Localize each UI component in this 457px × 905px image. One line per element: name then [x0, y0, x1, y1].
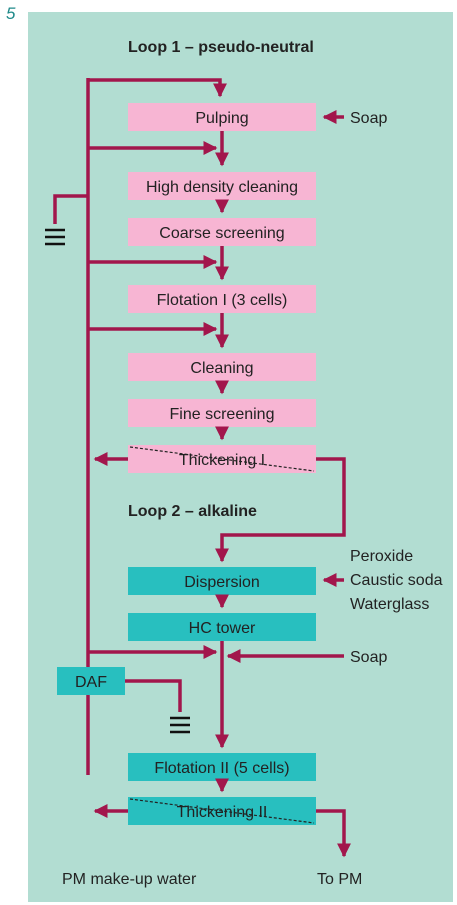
- step-flotation-i: [128, 285, 316, 313]
- thickening-ii-filter-line: [129, 798, 315, 824]
- pm-make-up-water-label: PM make-up water: [62, 871, 197, 888]
- thickening-i-to-dispersion: [215, 457, 346, 563]
- figure-number: 5: [6, 4, 16, 23]
- thickening-ii-to-pm: [316, 809, 351, 858]
- unit-daf: [57, 667, 125, 695]
- daf-to-flotation-ii: [125, 679, 182, 712]
- step-pulping-label: Pulping: [195, 110, 248, 127]
- step-cleaning: [128, 353, 316, 381]
- step-flotation-ii-label: Flotation II (5 cells): [154, 760, 289, 777]
- drain-bottom-icon: [170, 716, 190, 734]
- chemical-peroxide: Peroxide: [350, 548, 413, 565]
- step-thickening-ii-label: Thickening II: [177, 804, 268, 821]
- unit-daf-label: DAF: [75, 674, 107, 691]
- step-high-density-cleaning-label: High density cleaning: [146, 179, 298, 196]
- step-dispersion-label: Dispersion: [184, 574, 260, 591]
- step-high-density-cleaning: [128, 172, 316, 200]
- step-coarse-screening: [128, 218, 316, 246]
- loop2-title: Loop 2 – alkaline: [128, 503, 257, 520]
- soap-bottom-label: Soap: [350, 649, 387, 666]
- step-hc-tower-label: HC tower: [189, 620, 256, 637]
- pulping-water-feed: [88, 78, 227, 98]
- step-fine-screening-label: Fine screening: [170, 406, 275, 423]
- sludge-drain-top: [53, 194, 88, 224]
- thickening-i-filter-line: [129, 446, 315, 472]
- drain-top-icon: [45, 228, 65, 246]
- step-flotation-i-label: Flotation I (3 cells): [157, 292, 288, 309]
- step-thickening-i-label: Thickening I: [179, 452, 265, 469]
- loop1-title: Loop 1 – pseudo-neutral: [128, 39, 314, 56]
- step-fine-screening: [128, 399, 316, 427]
- soap-top-label: Soap: [350, 110, 387, 127]
- step-hc-tower: [128, 613, 316, 641]
- step-coarse-screening-label: Coarse screening: [159, 225, 284, 242]
- to-pm-label: To PM: [317, 871, 362, 888]
- chemical-waterglass: Waterglass: [350, 596, 429, 613]
- step-dispersion: [128, 567, 316, 595]
- step-flotation-ii: [128, 753, 316, 781]
- step-pulping: [128, 103, 316, 131]
- chemical-caustic-soda: Caustic soda: [350, 572, 443, 589]
- step-cleaning-label: Cleaning: [190, 360, 253, 377]
